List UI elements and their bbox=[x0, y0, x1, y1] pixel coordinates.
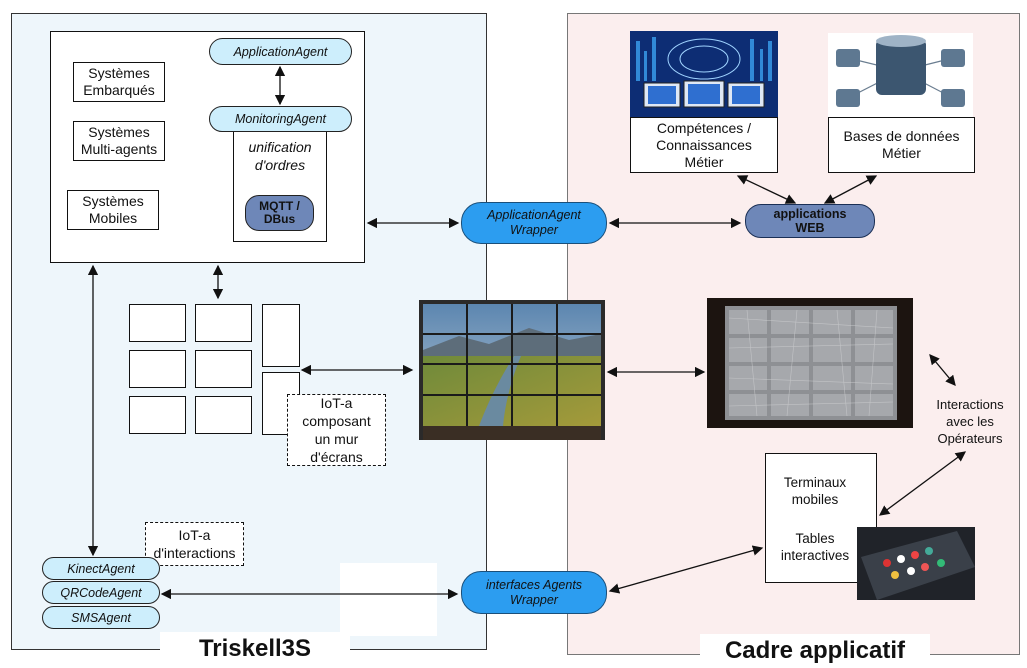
databases-box: Bases de données Métier bbox=[828, 117, 975, 173]
wall-screen-6 bbox=[195, 396, 252, 434]
multi-agent-systems-box: Systèmes Multi-agents bbox=[73, 121, 165, 161]
unification-label: unification d'ordres bbox=[248, 139, 312, 173]
application-agent-pill: ApplicationAgent bbox=[209, 38, 352, 65]
competences-box: Compétences / Connaissances Métier bbox=[630, 117, 778, 173]
kinect-agent-pill: KinectAgent bbox=[42, 557, 160, 580]
wall-screen-5 bbox=[129, 396, 186, 434]
blank-patch bbox=[340, 563, 437, 636]
competences-web-arrow bbox=[736, 175, 797, 204]
qrcode-agent-pill: QRCodeAgent bbox=[42, 581, 160, 604]
web-applications-pill: applications WEB bbox=[745, 204, 875, 238]
wall-screen-2 bbox=[195, 304, 252, 342]
wall-screen-1 bbox=[129, 304, 186, 342]
database-icon bbox=[836, 35, 965, 107]
mqtt-dbus-pill: MQTT / DBus bbox=[245, 195, 314, 231]
video-wall-photo bbox=[419, 300, 605, 440]
triskell-title: Triskell3S bbox=[160, 632, 350, 666]
operators-interactions-label: Interactions avec les Opérateurs bbox=[936, 397, 1004, 446]
wall-screen-4 bbox=[195, 350, 252, 388]
application-agent-wrapper: ApplicationAgent Wrapper bbox=[461, 202, 607, 244]
wrapper-terminals-arrow bbox=[608, 545, 764, 594]
terminals-operators-arrow bbox=[878, 451, 967, 516]
video-wall-landscape-image bbox=[423, 304, 601, 440]
wall-screen-3 bbox=[129, 350, 186, 388]
iot-interactions-label: IoT-a d'interactions bbox=[145, 522, 244, 566]
map-wall-photo bbox=[707, 298, 913, 428]
monitoring-agent-pill: MonitoringAgent bbox=[209, 106, 352, 132]
interactive-tables-label: Tables interactives bbox=[780, 531, 850, 563]
mobile-terminals-label: Terminaux mobiles bbox=[783, 475, 847, 507]
interfaces-agents-wrapper: interfaces Agents Wrapper bbox=[461, 571, 607, 614]
cadre-applicatif-title: Cadre applicatif bbox=[700, 634, 930, 666]
iot-wall-label: IoT-a composant un mur d'écrans bbox=[287, 394, 386, 466]
map-operators-arrow bbox=[929, 354, 956, 386]
map-wall-image bbox=[725, 306, 897, 420]
database-image bbox=[828, 33, 973, 123]
wall-screen-7 bbox=[262, 304, 300, 367]
tablet-image bbox=[857, 527, 975, 600]
embedded-systems-box: Systèmes Embarqués bbox=[73, 62, 165, 102]
competences-image bbox=[630, 31, 778, 118]
databases-web-arrow bbox=[823, 175, 878, 204]
tablet-photo bbox=[857, 527, 975, 600]
mobile-systems-box: Systèmes Mobiles bbox=[67, 190, 159, 230]
screens-image bbox=[630, 31, 778, 118]
sms-agent-pill: SMSAgent bbox=[42, 606, 160, 629]
